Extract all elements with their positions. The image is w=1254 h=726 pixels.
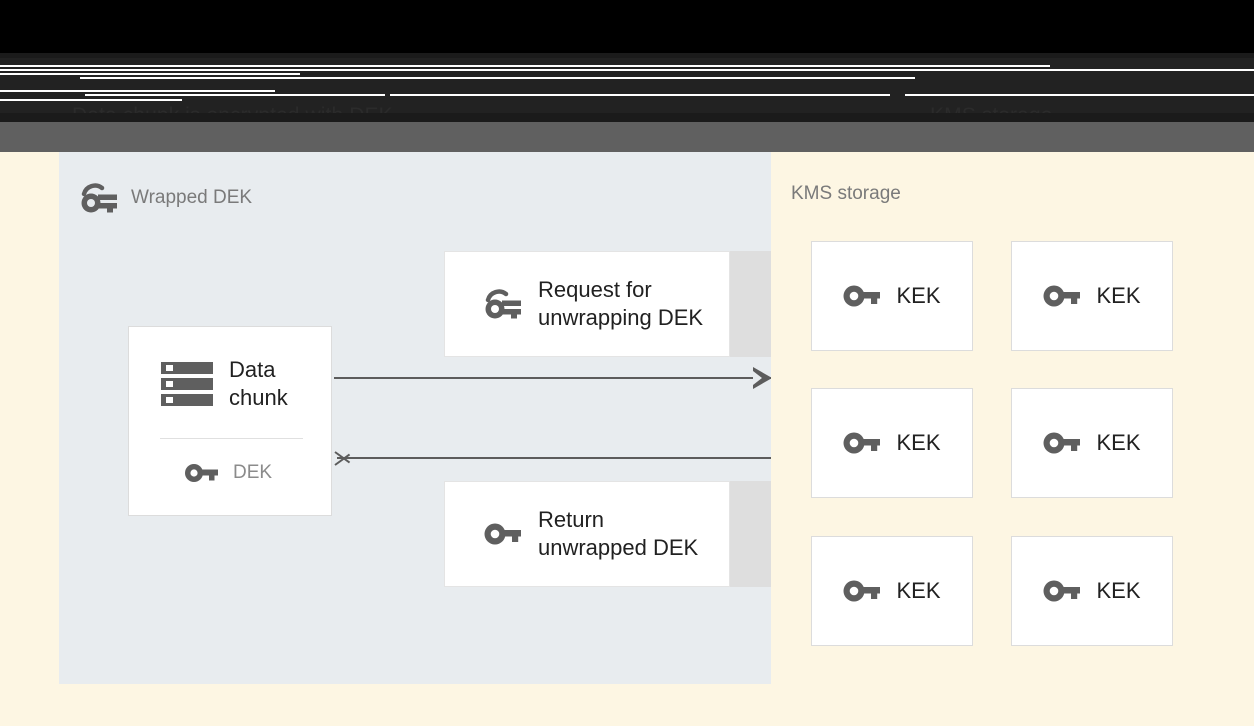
key-icon (1043, 430, 1081, 456)
key-icon (843, 578, 881, 604)
request-message-card[interactable]: Request for unwrapping DEK (444, 251, 771, 357)
kek-card[interactable]: KEK (811, 241, 973, 351)
kek-card-label: KEK (896, 578, 941, 603)
wrapped-dek-panel: Wrapped DEK Data chunk (59, 152, 771, 684)
wrapped-key-icon (80, 183, 118, 213)
data-chunk-dek-label: DEK (233, 462, 273, 483)
kek-card[interactable]: KEK (811, 536, 973, 646)
kek-card-label: KEK (896, 283, 941, 308)
key-icon (185, 463, 218, 483)
wrapped-dek-panel-title-label: Wrapped DEK (131, 187, 253, 208)
wrapped-key-icon (484, 289, 522, 319)
kek-card-label: KEK (1096, 578, 1141, 603)
kek-card[interactable]: KEK (811, 388, 973, 498)
kek-card-label: KEK (896, 430, 941, 455)
kek-card[interactable]: KEK (1011, 536, 1173, 646)
kms-storage-title: KMS storage (791, 183, 901, 205)
response-arrow-head (334, 447, 351, 468)
kek-card-label: KEK (1096, 430, 1141, 455)
return-message-card[interactable]: Return unwrapped DEK (444, 481, 771, 587)
return-message-label: Return unwrapped DEK (538, 507, 699, 560)
kek-card[interactable]: KEK (1011, 241, 1173, 351)
key-icon (1043, 578, 1081, 604)
key-icon (843, 283, 881, 309)
key-icon (843, 430, 881, 456)
data-chunk-card[interactable]: Data chunk DEK (128, 326, 332, 516)
return-message-body: Return unwrapped DEK (444, 481, 730, 587)
request-message-tail (730, 251, 771, 357)
kek-card-label: KEK (1096, 283, 1141, 308)
request-arrow-line (334, 377, 771, 379)
key-icon (1043, 283, 1081, 309)
header-gray-band (0, 122, 1254, 152)
data-chunk-title: Data chunk (229, 357, 288, 410)
header-obscured-band: Data chunk is encrypted with DEK and sto… (0, 53, 1254, 122)
data-chunk-header: Data chunk (129, 327, 331, 412)
return-message-tail (730, 481, 771, 587)
request-arrow-head-notch (753, 371, 762, 385)
kek-card[interactable]: KEK (1011, 388, 1173, 498)
header-black-band (0, 0, 1254, 53)
wrapped-dek-panel-title: Wrapped DEK (80, 183, 252, 213)
response-arrow-line (337, 457, 771, 459)
storage-chunk-icon (161, 359, 213, 409)
data-chunk-dek-row: DEK (185, 462, 272, 484)
key-icon (484, 521, 522, 547)
kms-storage-title-label: KMS storage (791, 183, 901, 204)
request-message-body: Request for unwrapping DEK (444, 251, 730, 357)
request-message-label: Request for unwrapping DEK (538, 277, 704, 330)
data-chunk-divider (160, 438, 303, 439)
